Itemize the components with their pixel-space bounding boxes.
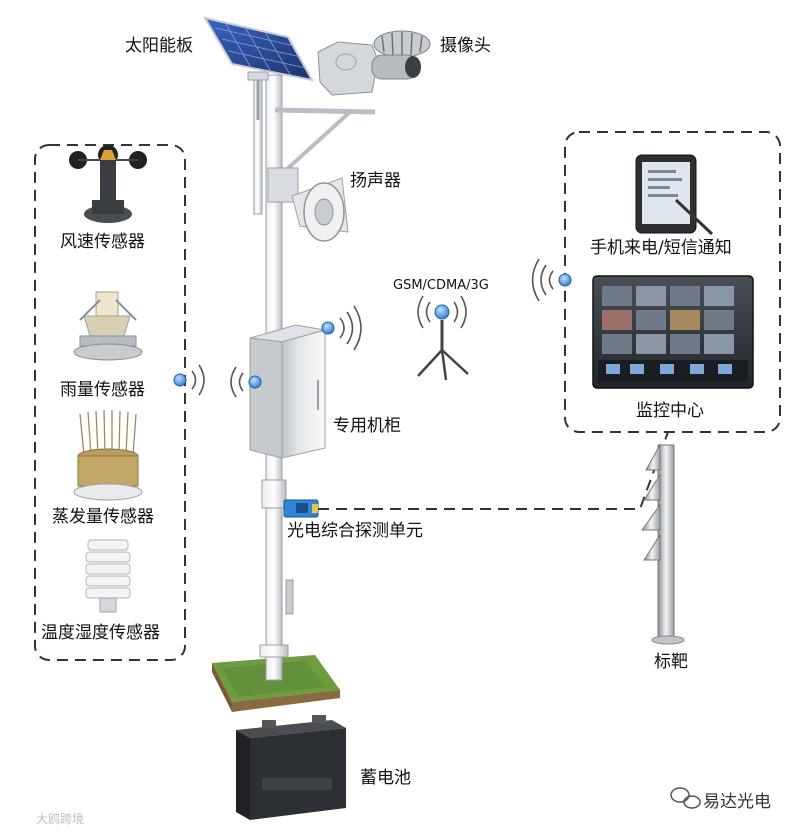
detection-link (318, 431, 669, 510)
sensor-group-box (34, 144, 186, 661)
photo-unit (283, 499, 319, 518)
label-cabinet: 专用机柜 (333, 416, 401, 436)
wind-sensor (69, 145, 147, 223)
label-monitor-center: 监控中心 (636, 401, 704, 421)
monitor-wall (592, 275, 754, 389)
label-camera: 摄像头 (440, 36, 491, 56)
label-network: GSM/CDMA/3G (393, 278, 489, 293)
battery (236, 715, 346, 820)
label-speaker: 扬声器 (350, 171, 401, 191)
phone (635, 154, 714, 236)
label-phone-notify: 手机来电/短信通知 (590, 238, 732, 258)
cabinet-signal (321, 305, 362, 351)
label-target: 标靶 (654, 652, 688, 672)
temp-humidity-sensor (85, 539, 131, 613)
watermark-brand: 易达光电 (703, 792, 771, 812)
label-solar-panel: 太阳能板 (125, 36, 193, 56)
label-wind-sensor: 风速传感器 (60, 232, 145, 252)
wechat-icon (670, 787, 701, 809)
speaker (267, 167, 349, 242)
target (641, 443, 685, 645)
watermark-source: 大鸥跨境 (36, 812, 85, 826)
cabinet (249, 324, 326, 459)
rain-sensor (73, 291, 143, 361)
evaporation-sensor (73, 409, 143, 501)
label-evaporation-sensor: 蒸发量传感器 (52, 507, 154, 527)
label-battery: 蓄电池 (360, 768, 411, 788)
label-temp-humidity-sensor: 温度湿度传感器 (41, 623, 160, 643)
sensor-signal (173, 364, 262, 398)
label-photo-unit: 光电综合探测单元 (287, 521, 423, 541)
solar-panel (202, 16, 314, 215)
monitor-signal (531, 258, 572, 302)
camera (317, 30, 431, 96)
antenna-tower (417, 295, 469, 381)
label-rain-sensor: 雨量传感器 (60, 380, 145, 400)
